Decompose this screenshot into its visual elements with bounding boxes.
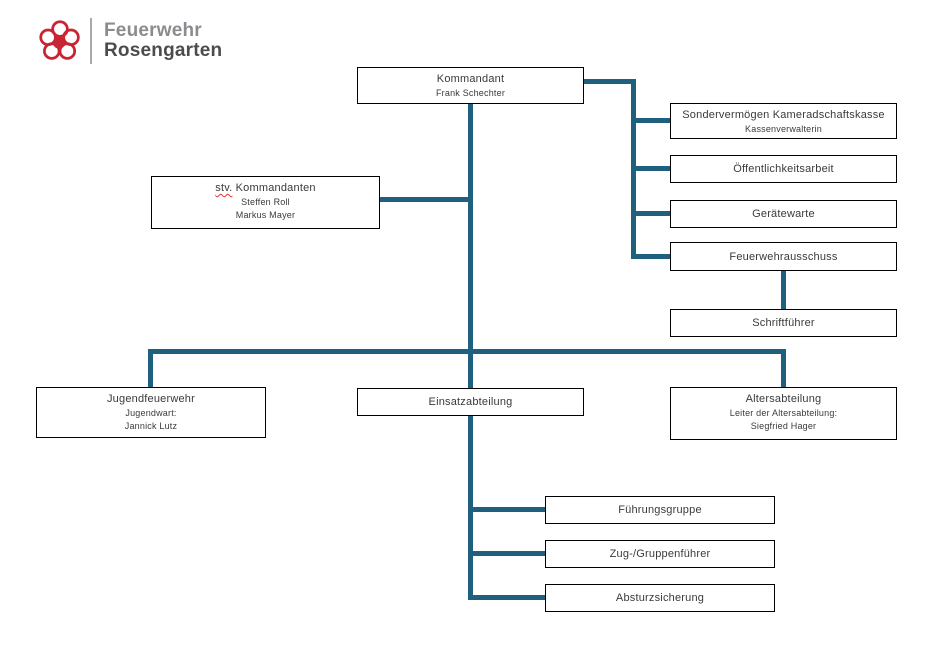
connector-departments-rail: [148, 349, 786, 354]
org-node-altersabteilung: Altersabteilung Leiter der Altersabteilu…: [670, 387, 897, 440]
node-title: Führungsgruppe: [618, 504, 702, 516]
node-title: Sondervermögen Kameradschaftskasse: [682, 109, 885, 121]
org-node-feuerwehrausschuss: Feuerwehrausschuss: [670, 242, 897, 271]
node-subtitle: Jugendwart:: [125, 408, 177, 418]
org-node-jugendfeuerwehr: Jugendfeuerwehr Jugendwart: Jannick Lutz: [36, 387, 266, 438]
connector-branch-geraetewarte: [634, 211, 670, 216]
node-title: Jugendfeuerwehr: [106, 393, 195, 405]
connector-right-column-vertical: [631, 79, 636, 259]
logo-line-rosengarten: Rosengarten: [104, 40, 223, 61]
org-node-geraetewarte: Gerätewarte: [670, 200, 897, 228]
node-title: Kommandant: [436, 73, 505, 85]
node-subtitle: Markus Mayer: [235, 210, 296, 220]
org-node-sondervermoegen: Sondervermögen Kameradschaftskasse Kasse…: [670, 103, 897, 139]
org-node-fuehrungsgruppe: Führungsgruppe: [545, 496, 775, 524]
connector-branch-zug-gruppenfuehrer: [468, 551, 545, 556]
node-subtitle: Siegfried Hager: [750, 421, 817, 431]
org-node-zug-gruppenfuehrer: Zug-/Gruppenführer: [545, 540, 775, 568]
org-node-schriftfuehrer: Schriftführer: [670, 309, 897, 337]
logo-line-feuerwehr: Feuerwehr: [104, 20, 202, 42]
connector-branch-feuerwehrausschuss: [634, 254, 670, 259]
rose-center-dot: [53, 36, 66, 49]
org-node-stv-kommandanten: stv. Kommandanten Steffen Roll Markus Ma…: [151, 176, 380, 229]
node-title: Einsatzabteilung: [428, 396, 513, 408]
connector-schriftfuehrer: [781, 271, 786, 309]
node-title: stv. Kommandanten: [152, 182, 379, 194]
org-node-oeffentlichkeitsarbeit: Öffentlichkeitsarbeit: [670, 155, 897, 183]
node-subtitle: Steffen Roll: [241, 197, 290, 207]
org-node-einsatzabteilung: Einsatzabteilung: [357, 388, 584, 416]
org-node-absturzsicherung: Absturzsicherung: [545, 584, 775, 612]
node-subtitle: Frank Schechter: [435, 88, 506, 98]
connector-kommandant-right-stub: [584, 79, 636, 84]
feuerwehr-rosengarten-logo: Feuerwehr Rosengarten: [38, 18, 222, 64]
node-title: Schriftführer: [752, 317, 815, 329]
connector-branch-fuehrungsgruppe: [468, 507, 545, 512]
node-subtitle: Kassenverwalterin: [745, 124, 822, 134]
connector-stv-kommandanten: [380, 197, 470, 202]
misspelled-word: stv.: [215, 182, 233, 194]
connector-branch-absturzsicherung: [468, 595, 545, 600]
node-title: Öffentlichkeitsarbeit: [733, 163, 834, 175]
connector-branch-oeffentlichkeitsarbeit: [634, 166, 670, 171]
node-subtitle: Leiter der Altersabteilung:: [729, 408, 838, 418]
connector-drop-altersabteilung: [781, 349, 786, 387]
node-title: Zug-/Gruppenführer: [609, 548, 711, 560]
node-subtitle: Jannick Lutz: [124, 421, 178, 431]
connector-drop-jugendfeuerwehr: [148, 349, 153, 387]
node-title: Absturzsicherung: [615, 592, 705, 604]
node-title: Gerätewarte: [752, 208, 815, 220]
logo-divider: [90, 18, 92, 64]
connector-branch-sondervermoegen: [634, 118, 670, 123]
rose-circles-icon: [39, 20, 80, 60]
org-node-kommandant: Kommandant Frank Schechter: [357, 67, 584, 104]
node-title: Feuerwehrausschuss: [729, 250, 838, 263]
node-title-rest: Kommandanten: [232, 182, 316, 194]
logo-text: Feuerwehr Rosengarten: [104, 21, 222, 61]
node-title: Altersabteilung: [745, 393, 822, 405]
